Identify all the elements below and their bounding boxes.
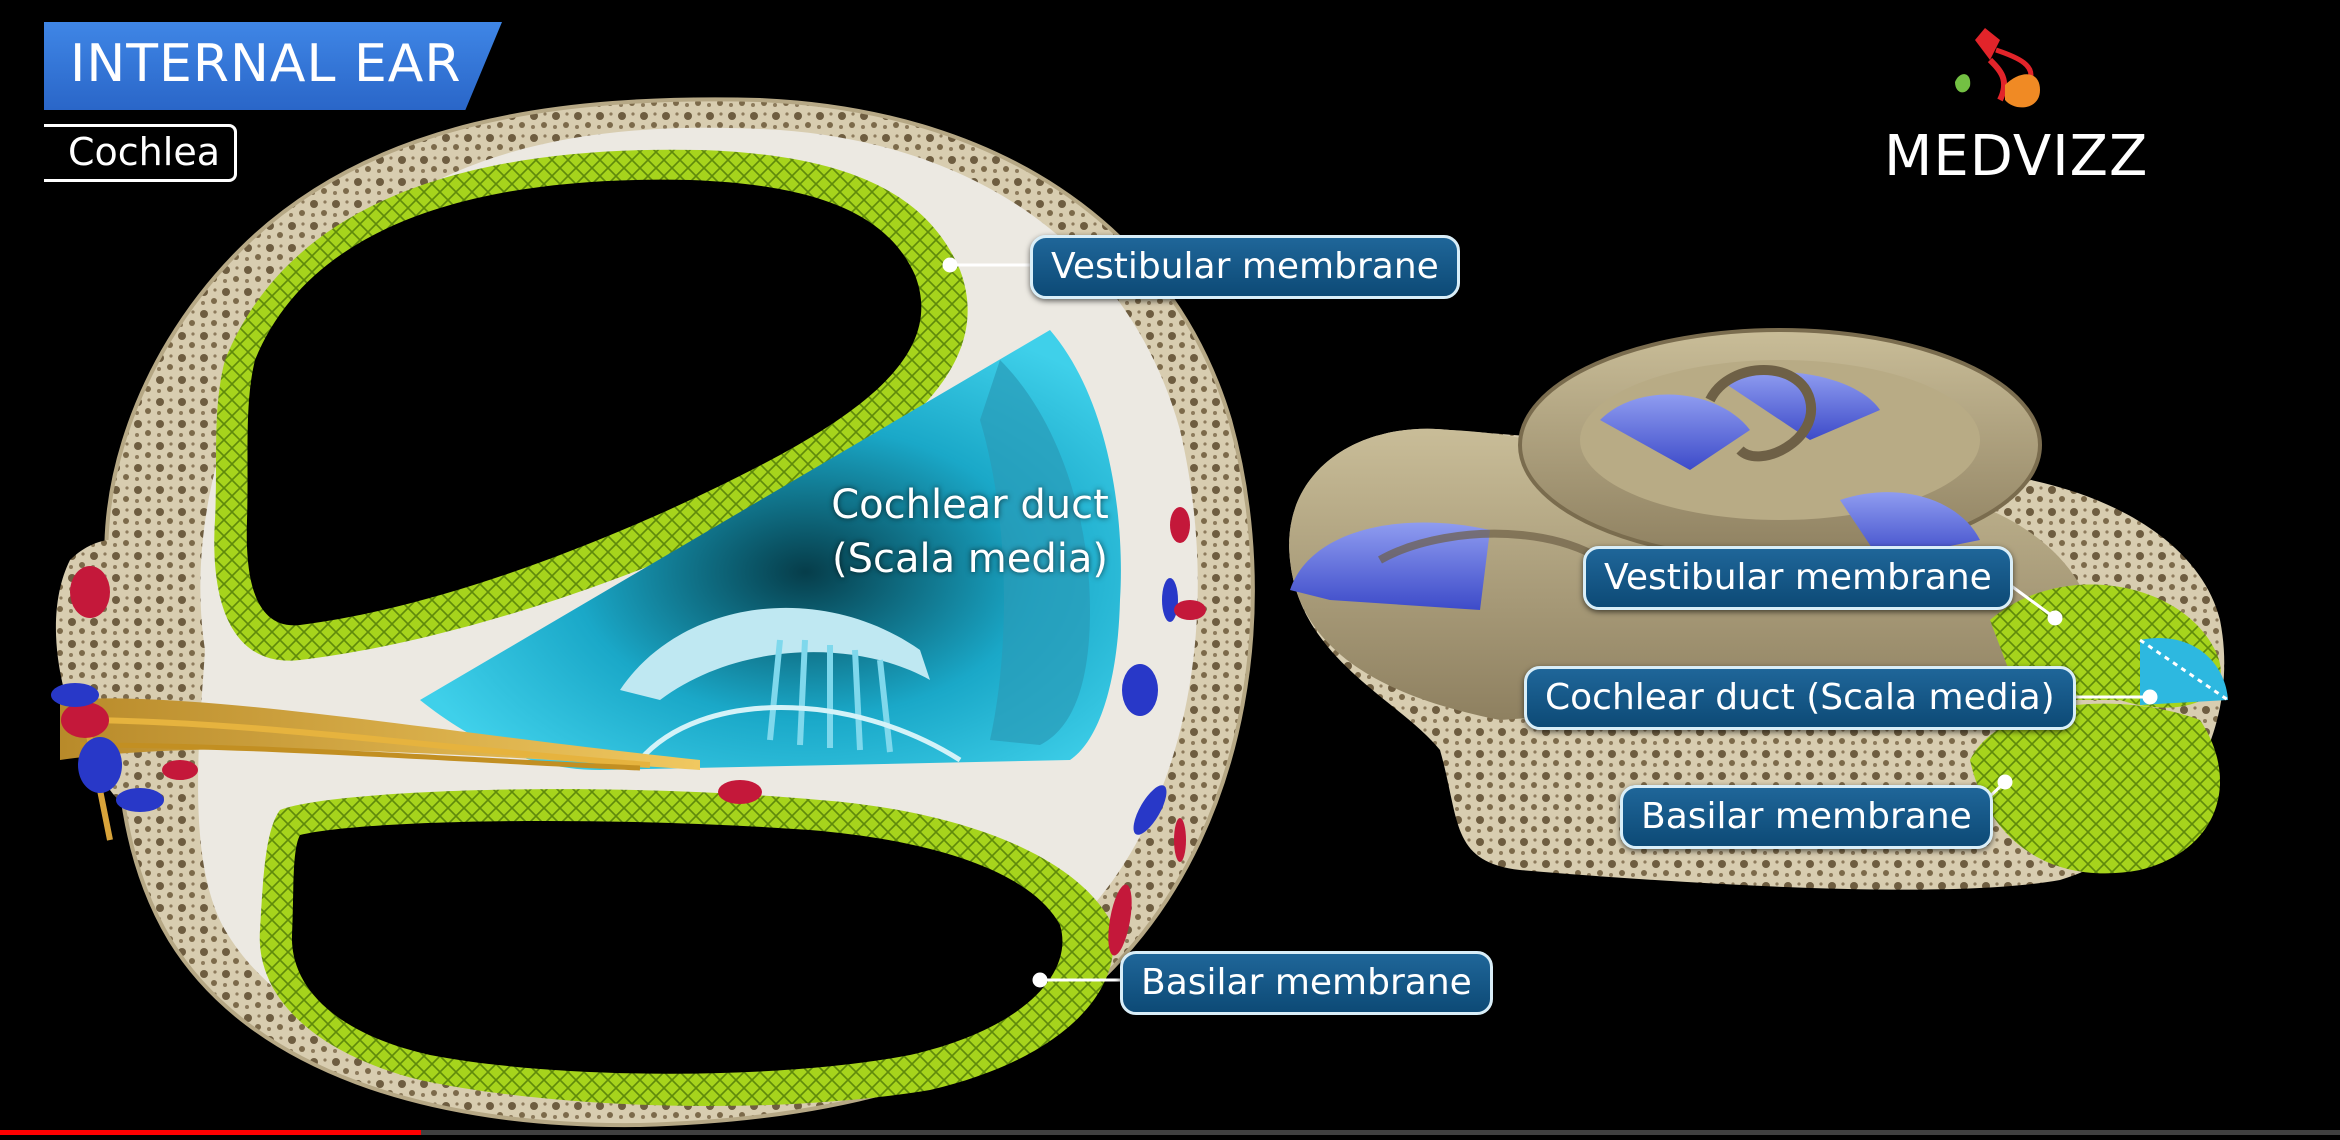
video-progress-fill bbox=[0, 1130, 422, 1135]
video-progress-bar[interactable] bbox=[0, 1130, 2340, 1135]
brand-logo-text: MEDVIZZ bbox=[1884, 124, 2149, 189]
right-3d-cochlea bbox=[1289, 328, 2229, 890]
left-cross-section bbox=[51, 97, 1255, 1128]
cochlear-duct bbox=[420, 330, 1121, 770]
blood-vessels bbox=[51, 507, 1206, 956]
title-banner bbox=[44, 22, 502, 110]
left-vestibular-membrane-label: Vestibular membrane bbox=[1030, 235, 1460, 299]
right-vestibular-membrane-label: Vestibular membrane bbox=[1583, 546, 2013, 610]
cochlear-duct-label-line2: (Scala media) bbox=[831, 536, 1109, 582]
scala-vestibuli bbox=[214, 149, 968, 661]
cochlear-duct-label-line1: Cochlear duct bbox=[831, 482, 1109, 528]
cochlear-duct-label: Cochlear duct (Scala media) bbox=[770, 478, 1170, 586]
scala-tympani bbox=[259, 789, 1114, 1107]
left-basilar-membrane-label: Basilar membrane bbox=[1120, 951, 1493, 1015]
right-cochlear-duct-label: Cochlear duct (Scala media) bbox=[1524, 666, 2076, 730]
medvizz-logo-icon bbox=[1955, 28, 2040, 108]
page-title: INTERNAL EAR bbox=[70, 34, 462, 94]
page-subtitle: Cochlea bbox=[68, 130, 220, 174]
right-basilar-membrane-label: Basilar membrane bbox=[1620, 785, 1993, 849]
cochlear-nerve bbox=[60, 689, 700, 841]
subtitle-frame bbox=[44, 124, 237, 182]
left-leader-lines bbox=[942, 257, 1125, 988]
